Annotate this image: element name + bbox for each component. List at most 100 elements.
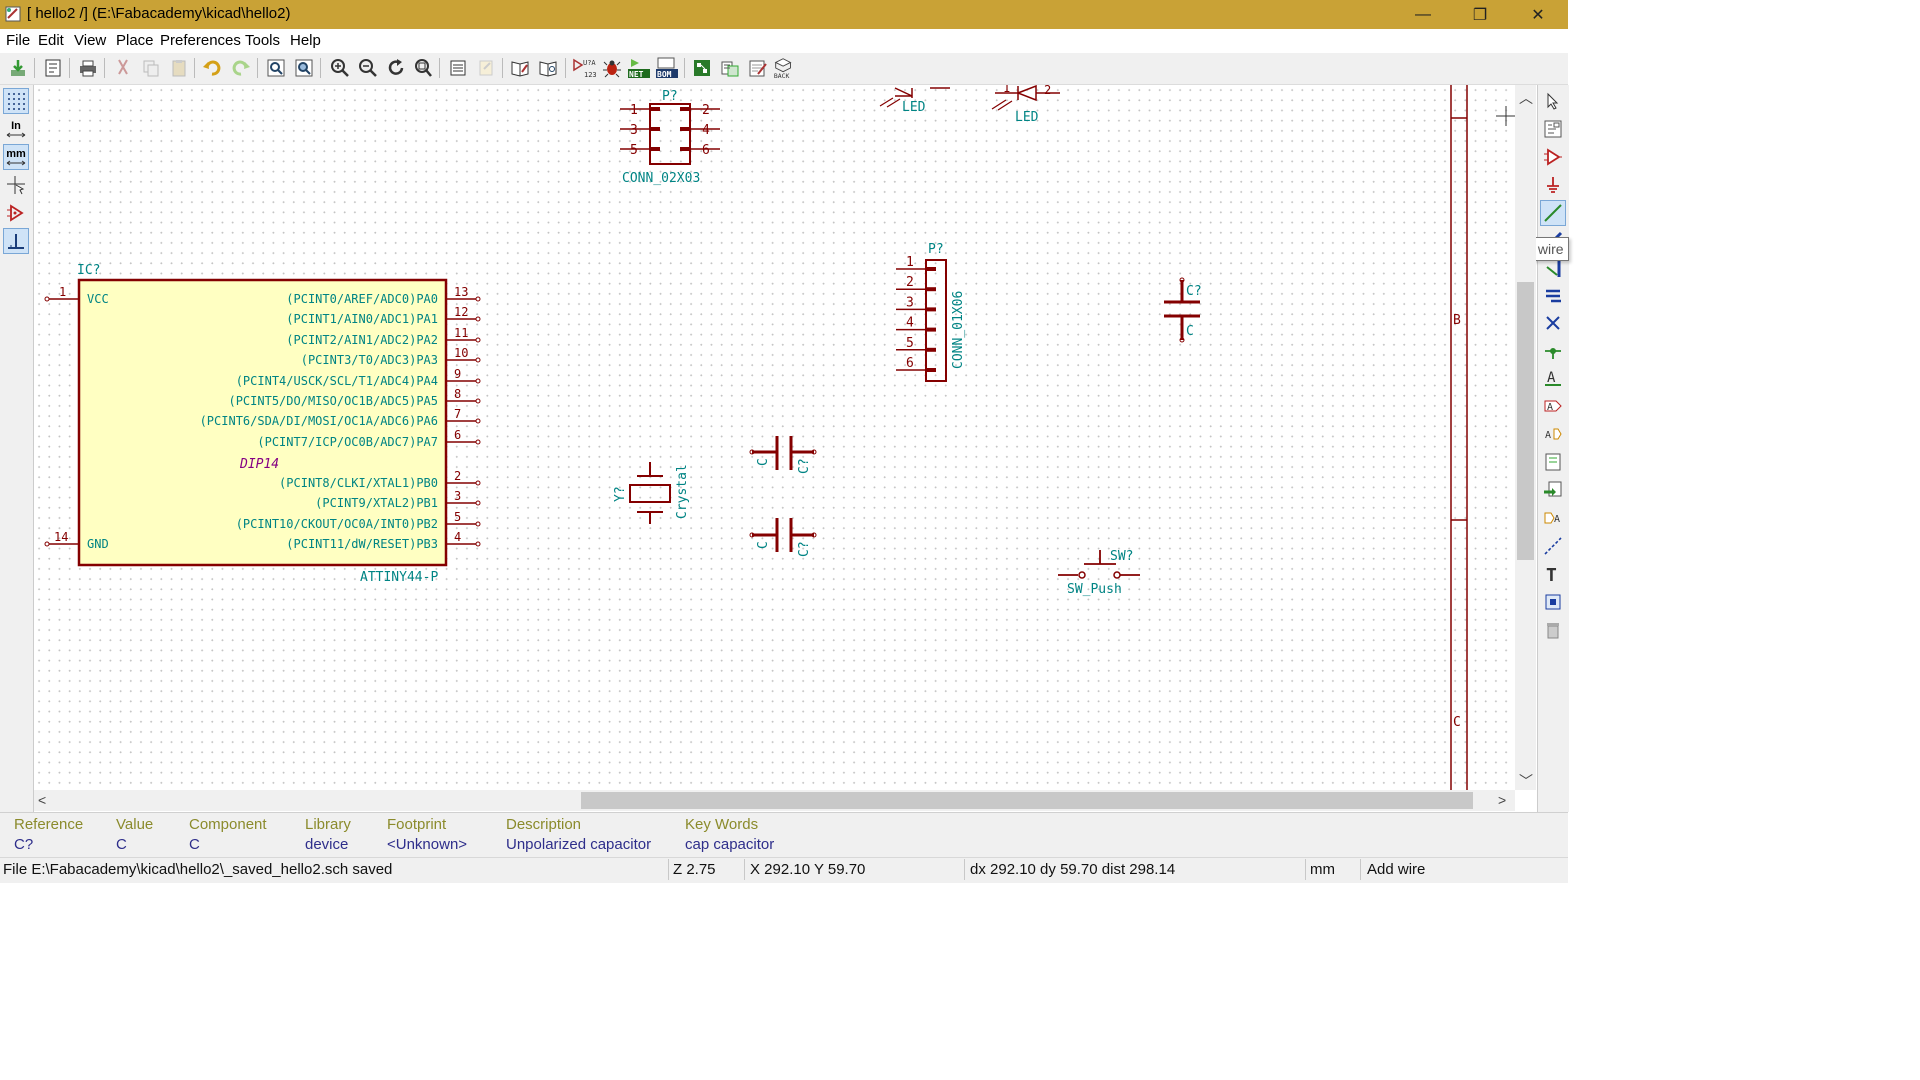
bom-icon[interactable]: BOM — [655, 56, 679, 80]
back-icon[interactable]: BACK — [772, 56, 796, 80]
save-schematic-icon[interactable] — [6, 56, 30, 80]
ic-pin-3: 3(PCINT9/XTAL2)PB1 — [315, 489, 481, 510]
scroll-right-arrow[interactable]: > — [1498, 792, 1507, 808]
zoom-fit-icon[interactable] — [411, 56, 435, 80]
menu-help[interactable]: Help — [290, 32, 321, 49]
crystal-y[interactable]: Y? Crystal — [613, 462, 690, 524]
vertical-scroll-thumb[interactable] — [1517, 282, 1534, 560]
ic-value: ATTINY44-P — [360, 570, 438, 585]
scroll-down-arrow[interactable]: ﹀ — [1519, 773, 1533, 789]
no-connect-icon[interactable] — [1540, 310, 1566, 336]
capacitor-2[interactable]: C C? — [749, 436, 817, 474]
conn1x6-reference: P? — [928, 242, 944, 257]
msg-value-keywords: cap capacitor — [685, 836, 775, 853]
zoom-in-icon[interactable] — [328, 56, 352, 80]
library-editor-icon[interactable] — [508, 56, 532, 80]
led-1[interactable]: LED — [879, 87, 950, 115]
add-junction-icon[interactable] — [1540, 338, 1566, 364]
print-icon[interactable] — [76, 56, 100, 80]
ic-right-pins: 13(PCINT0/AREF/ADC0)PA012(PCINT1/AIN0/AD… — [200, 285, 481, 551]
ic-reference: IC? — [77, 263, 100, 278]
wire-to-bus-entry-icon[interactable] — [1540, 256, 1566, 282]
library-browser-icon[interactable] — [536, 56, 560, 80]
copy-icon[interactable] — [139, 56, 163, 80]
capacitor-3[interactable]: C C? — [749, 518, 817, 557]
status-mode: Add wire — [1367, 861, 1426, 878]
status-bar — [0, 857, 1568, 883]
horizontal-scroll-thumb[interactable] — [581, 792, 1473, 809]
hidden-pins-icon[interactable] — [3, 200, 29, 226]
led2-label: LED — [1015, 110, 1039, 125]
netlist-icon[interactable]: NET — [627, 56, 651, 80]
ic-pin-number: 1 — [59, 285, 66, 299]
add-graphic-line-icon[interactable] — [1540, 533, 1566, 559]
switch-sw-push[interactable]: SW? SW_Push — [1058, 549, 1140, 597]
ic-pin-name: (PCINT11/dW/RESET)PB3 — [286, 537, 438, 551]
import-footprint-icon[interactable] — [718, 56, 742, 80]
hierarchy-navigator-icon[interactable] — [446, 56, 470, 80]
redo-icon[interactable] — [229, 56, 253, 80]
ic-pin-7: 7(PCINT6/SDA/DI/MOSI/OC1A/ADC6)PA6 — [200, 407, 481, 428]
add-text-icon[interactable]: T — [1540, 561, 1566, 587]
import-hier-pin-icon[interactable] — [1540, 477, 1566, 503]
scroll-left-arrow[interactable]: < — [38, 792, 47, 808]
capacitor-1[interactable]: C? C — [1164, 277, 1202, 343]
bus-to-bus-entry-icon[interactable] — [1540, 282, 1566, 308]
erc-icon[interactable] — [600, 56, 624, 80]
ic-pin-number: 5 — [454, 510, 461, 524]
led1-label: LED — [902, 100, 926, 115]
add-hier-label-icon[interactable]: A — [1540, 421, 1566, 447]
scroll-up-arrow[interactable]: ︿ — [1519, 90, 1533, 106]
add-wire-icon[interactable] — [1540, 200, 1566, 226]
mm-label: mm — [6, 147, 26, 160]
cap1-reference: C? — [1186, 284, 1202, 299]
menu-tools[interactable]: Tools — [245, 32, 281, 49]
units-inches-icon[interactable]: In — [3, 116, 29, 142]
cursor-shape-icon[interactable] — [3, 172, 29, 198]
cut-icon[interactable] — [111, 56, 135, 80]
ic-pin-2: 2(PCINT8/CLKI/XTAL1)PB0 — [279, 469, 481, 490]
conn-02x03[interactable]: P? CONN_02X03 1 3 5 2 4 6 — [620, 89, 720, 186]
leave-sheet-icon[interactable] — [474, 56, 498, 80]
add-hier-pin-icon[interactable]: A — [1540, 505, 1566, 531]
close-button[interactable]: ✕ — [1531, 6, 1545, 24]
menu-view[interactable]: View — [74, 32, 107, 49]
cvpcb-icon[interactable] — [690, 56, 714, 80]
select-icon[interactable] — [1540, 88, 1566, 114]
page-settings-icon[interactable] — [41, 56, 65, 80]
maximize-button[interactable]: ❐ — [1472, 6, 1488, 24]
conn1x6-pin-3: 3 — [896, 295, 936, 312]
grid-icon[interactable] — [3, 88, 29, 114]
find-icon[interactable] — [264, 56, 288, 80]
add-hier-sheet-icon[interactable] — [1540, 449, 1566, 475]
add-label-icon[interactable]: A — [1540, 365, 1566, 391]
menu-file[interactable]: File — [6, 32, 31, 49]
add-power-icon[interactable] — [1540, 172, 1566, 198]
crosshair-cursor — [1496, 106, 1515, 126]
paste-icon[interactable] — [167, 56, 191, 80]
hierarchy-icon[interactable] — [1540, 116, 1566, 142]
add-global-label-icon[interactable]: A — [1540, 393, 1566, 419]
find-replace-icon[interactable] — [292, 56, 316, 80]
add-image-icon[interactable] — [1540, 589, 1566, 615]
menu-place[interactable]: Place — [116, 32, 154, 49]
delete-icon[interactable] — [1540, 617, 1566, 643]
units-mm-icon[interactable]: mm — [3, 144, 29, 170]
horizontal-vertical-wire-icon[interactable] — [3, 228, 29, 254]
led-2[interactable]: 1 2 LED — [991, 85, 1060, 125]
ic-pin-name: VCC — [87, 292, 109, 306]
menu-preferences[interactable]: Preferences — [160, 32, 241, 49]
add-component-icon[interactable] — [1540, 144, 1566, 170]
minimize-button[interactable]: — — [1415, 5, 1431, 23]
redraw-icon[interactable] — [384, 56, 408, 80]
msg-value-value: C — [116, 836, 127, 853]
pcbnew-icon[interactable] — [746, 56, 770, 80]
menu-edit[interactable]: Edit — [38, 32, 64, 49]
zoom-out-icon[interactable] — [356, 56, 380, 80]
undo-icon[interactable] — [200, 56, 224, 80]
